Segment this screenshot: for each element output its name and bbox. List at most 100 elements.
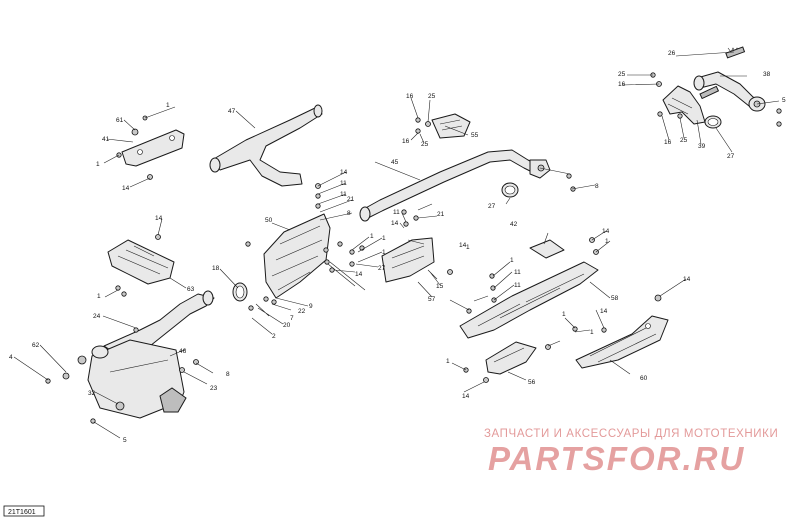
watermark-tagline: ЗАПЧАСТИ И АКСЕССУАРЫ ДЛЯ МОТОТЕХНИКИ: [484, 428, 778, 440]
header-pipe-38: [693, 71, 766, 112]
callout: 25: [618, 71, 626, 78]
callout: 14: [459, 242, 467, 249]
spring-26-upper: [725, 46, 746, 59]
callout: 27: [727, 153, 735, 160]
callout: 27: [488, 203, 496, 210]
leader-lines: [13, 51, 780, 439]
heat-shield-55: [431, 113, 471, 139]
callout: 1: [605, 238, 609, 245]
callout: 41: [102, 136, 110, 143]
callout: 61: [116, 117, 124, 124]
callout: 16: [402, 138, 410, 145]
callout: 26: [668, 50, 676, 57]
callout: 55: [471, 132, 479, 139]
callout: 11: [514, 269, 521, 276]
callout: 57: [428, 296, 436, 303]
callout: 25: [680, 137, 688, 144]
callout: 16: [664, 139, 672, 146]
callout: 60: [640, 375, 648, 382]
callout: 14: [600, 308, 608, 315]
callout: 5: [782, 97, 786, 104]
callout: 11: [340, 191, 347, 198]
diagram-code: 21T1601: [8, 509, 36, 516]
callout: 1: [370, 233, 374, 240]
callout: 8: [595, 183, 599, 190]
callout: 32: [88, 390, 96, 397]
callout: 21: [437, 211, 445, 218]
heat-shield-56: [485, 341, 537, 375]
heat-shield-57: [381, 237, 435, 283]
callout: 50: [265, 217, 273, 224]
callout: 11: [514, 282, 521, 289]
callout: 9: [309, 303, 313, 310]
callout: 14: [122, 185, 130, 192]
gasket-27-mid: [501, 182, 519, 198]
heat-shield-39: [662, 85, 706, 125]
callout: 7: [290, 315, 294, 322]
callout: 1: [562, 311, 566, 318]
gasket-27-upper: [704, 115, 722, 129]
callout: 58: [611, 295, 619, 302]
callout-labels: 26 25 16 38 5 16 25 39 27 16 25 16 25 55…: [9, 50, 786, 444]
callout: 1: [382, 249, 386, 256]
callout: 11: [340, 180, 347, 187]
callout: 1: [166, 102, 170, 109]
callout: 1: [510, 257, 514, 264]
callout: 42: [510, 221, 518, 228]
diagram-code-box: 21T1601: [3, 505, 45, 517]
callout: 23: [210, 385, 218, 392]
callout: 25: [421, 141, 429, 148]
callout: 24: [93, 313, 101, 320]
support-bracket-58: [459, 261, 599, 339]
callout: 27: [378, 265, 386, 272]
callout: 38: [763, 71, 771, 78]
exhaust-pipe-45: [359, 149, 551, 222]
callout: 14: [155, 215, 163, 222]
callout: 45: [391, 159, 399, 166]
bracket-41: [121, 129, 185, 167]
callout: 1: [382, 235, 386, 242]
callout: 25: [428, 93, 436, 100]
skid-plate-63: [107, 239, 175, 285]
callout: 39: [698, 143, 706, 150]
callout: 14: [602, 228, 610, 235]
heat-shield-50: [263, 213, 331, 299]
callout: 16: [406, 93, 414, 100]
callout: 1: [446, 358, 450, 365]
callout: 8: [226, 371, 230, 378]
callout: 4: [9, 354, 13, 361]
callout: 14: [462, 393, 470, 400]
callout: 14: [391, 220, 399, 227]
callout: 20: [283, 322, 291, 329]
callout: 1: [97, 293, 101, 300]
callout: 21: [347, 196, 355, 203]
callout: 47: [228, 108, 236, 115]
callout: 8: [347, 210, 351, 217]
heat-shield-42: [529, 239, 565, 259]
callout: 22: [298, 308, 306, 315]
callout: 1: [466, 244, 470, 251]
callout: 11: [393, 209, 400, 216]
front-pipe-47: [209, 104, 323, 187]
callout: 1: [590, 329, 594, 336]
callout: 14: [355, 271, 363, 278]
callout: 15: [436, 283, 444, 290]
callout: 5: [123, 437, 127, 444]
muffler-46: [87, 339, 187, 419]
callout: 62: [32, 342, 40, 349]
clamp-18: [232, 282, 248, 302]
watermark: ЗАПЧАСТИ И АКСЕССУАРЫ ДЛЯ МОТОТЕХНИКИ PA…: [484, 428, 778, 477]
callout: 14: [340, 169, 348, 176]
spring-26-lower: [699, 85, 720, 100]
callout: 1: [96, 161, 100, 168]
callout: 46: [179, 348, 187, 355]
callout: 16: [618, 81, 626, 88]
callout: 2: [272, 333, 276, 340]
callout: 18: [212, 265, 220, 272]
heat-shield-60: [575, 315, 669, 369]
callout: 56: [528, 379, 536, 386]
watermark-brand: PARTSFOR.RU: [488, 440, 745, 477]
callout: 63: [187, 286, 195, 293]
callout: 14: [683, 276, 691, 283]
